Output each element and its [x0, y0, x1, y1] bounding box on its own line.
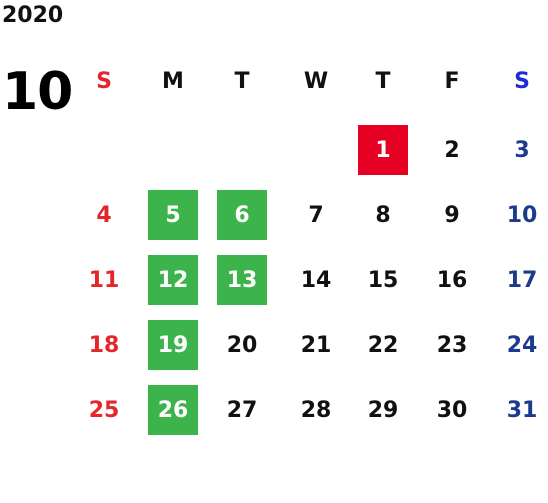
weekday-header: W [303, 68, 329, 94]
weekday-header: F [444, 68, 460, 94]
day-cell-highlight[interactable]: 5 [148, 190, 198, 240]
day-cell[interactable]: 15 [367, 267, 399, 293]
day-cell[interactable]: 27 [226, 397, 258, 423]
calendar-year: 2020 [2, 3, 64, 28]
day-cell[interactable]: 16 [436, 267, 468, 293]
day-cell[interactable]: 25 [88, 397, 120, 423]
day-cell[interactable]: 4 [96, 202, 112, 228]
day-cell[interactable]: 22 [367, 332, 399, 358]
day-cell-highlight[interactable]: 12 [148, 255, 198, 305]
day-cell[interactable]: 7 [308, 202, 324, 228]
day-cell[interactable]: 23 [436, 332, 468, 358]
day-cell[interactable]: 3 [514, 137, 530, 163]
weekday-header: T [375, 68, 391, 94]
day-cell[interactable]: 24 [506, 332, 538, 358]
day-cell[interactable]: 14 [300, 267, 332, 293]
weekday-header: M [162, 68, 184, 94]
day-cell[interactable]: 9 [444, 202, 460, 228]
day-cell[interactable]: 21 [300, 332, 332, 358]
day-cell[interactable]: 10 [506, 202, 538, 228]
day-cell[interactable]: 31 [506, 397, 538, 423]
day-cell[interactable]: 17 [506, 267, 538, 293]
day-cell[interactable]: 2 [444, 137, 460, 163]
day-cell-highlight[interactable]: 6 [217, 190, 267, 240]
day-cell[interactable]: 29 [367, 397, 399, 423]
day-cell-highlight[interactable]: 19 [148, 320, 198, 370]
weekday-header: T [234, 68, 250, 94]
day-cell-highlight[interactable]: 26 [148, 385, 198, 435]
day-cell-holiday[interactable]: 1 [358, 125, 408, 175]
weekday-header: S [514, 68, 530, 94]
day-cell[interactable]: 11 [88, 267, 120, 293]
weekday-header: S [96, 68, 112, 94]
day-cell[interactable]: 8 [375, 202, 391, 228]
day-cell[interactable]: 28 [300, 397, 332, 423]
day-cell[interactable]: 18 [88, 332, 120, 358]
day-cell[interactable]: 20 [226, 332, 258, 358]
day-cell[interactable]: 30 [436, 397, 468, 423]
day-cell-highlight[interactable]: 13 [217, 255, 267, 305]
calendar-month: 10 [2, 62, 73, 122]
